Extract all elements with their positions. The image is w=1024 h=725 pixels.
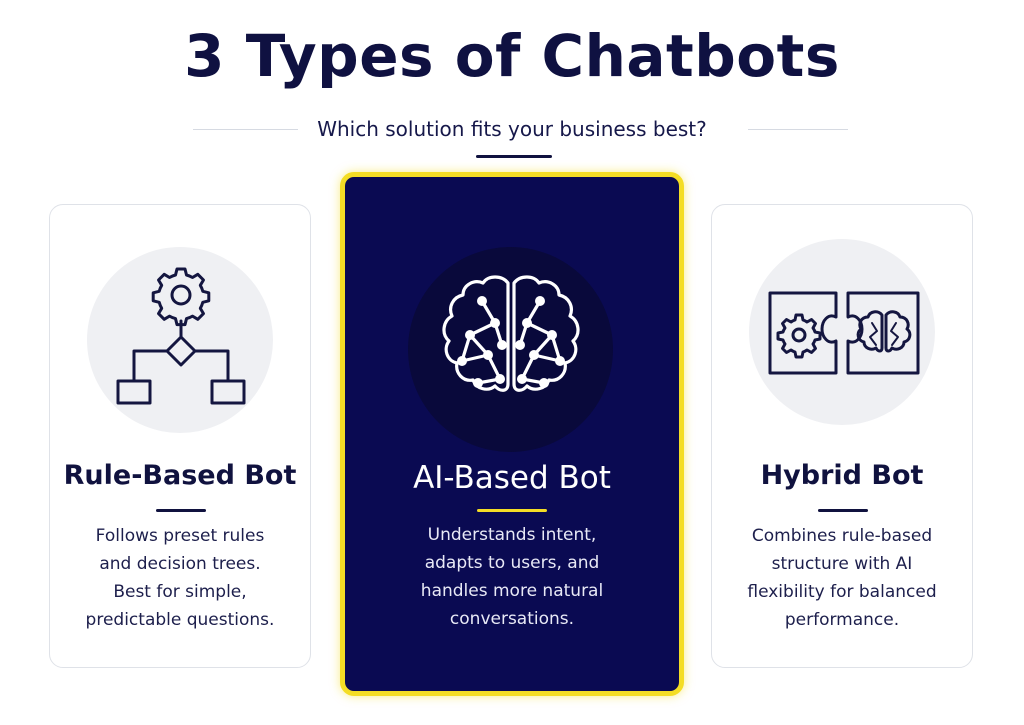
card-hybrid: Hybrid Bot Combines rule-based structure… bbox=[711, 204, 973, 668]
page-title: 3 Types of Chatbots bbox=[184, 22, 840, 90]
flowchart-gear-icon bbox=[116, 267, 246, 405]
card-rule-based: Rule-Based Bot Follows preset rules and … bbox=[49, 204, 311, 668]
card-description: Understands intent, adapts to users, and… bbox=[420, 525, 604, 629]
card-divider bbox=[818, 509, 868, 512]
card-title: AI-Based Bot bbox=[413, 460, 611, 496]
card-title: Hybrid Bot bbox=[760, 460, 924, 491]
brain-network-icon bbox=[442, 275, 580, 392]
card-ai-based: AI-Based Bot Understands intent, adapts … bbox=[340, 172, 684, 696]
page-subtitle: Which solution fits your business best? bbox=[317, 117, 707, 141]
card-description: Follows preset rules and decision trees.… bbox=[85, 526, 275, 630]
subtitle-rule-left bbox=[193, 129, 298, 130]
card-divider bbox=[156, 509, 206, 512]
gear-brain-puzzle-icon bbox=[768, 291, 920, 375]
icon-backdrop bbox=[408, 247, 613, 452]
card-title: Rule-Based Bot bbox=[63, 460, 297, 491]
title-underline bbox=[476, 155, 552, 158]
subtitle-rule-right bbox=[748, 129, 848, 130]
card-divider bbox=[477, 509, 547, 512]
card-description: Combines rule-based structure with AI fl… bbox=[747, 526, 937, 630]
